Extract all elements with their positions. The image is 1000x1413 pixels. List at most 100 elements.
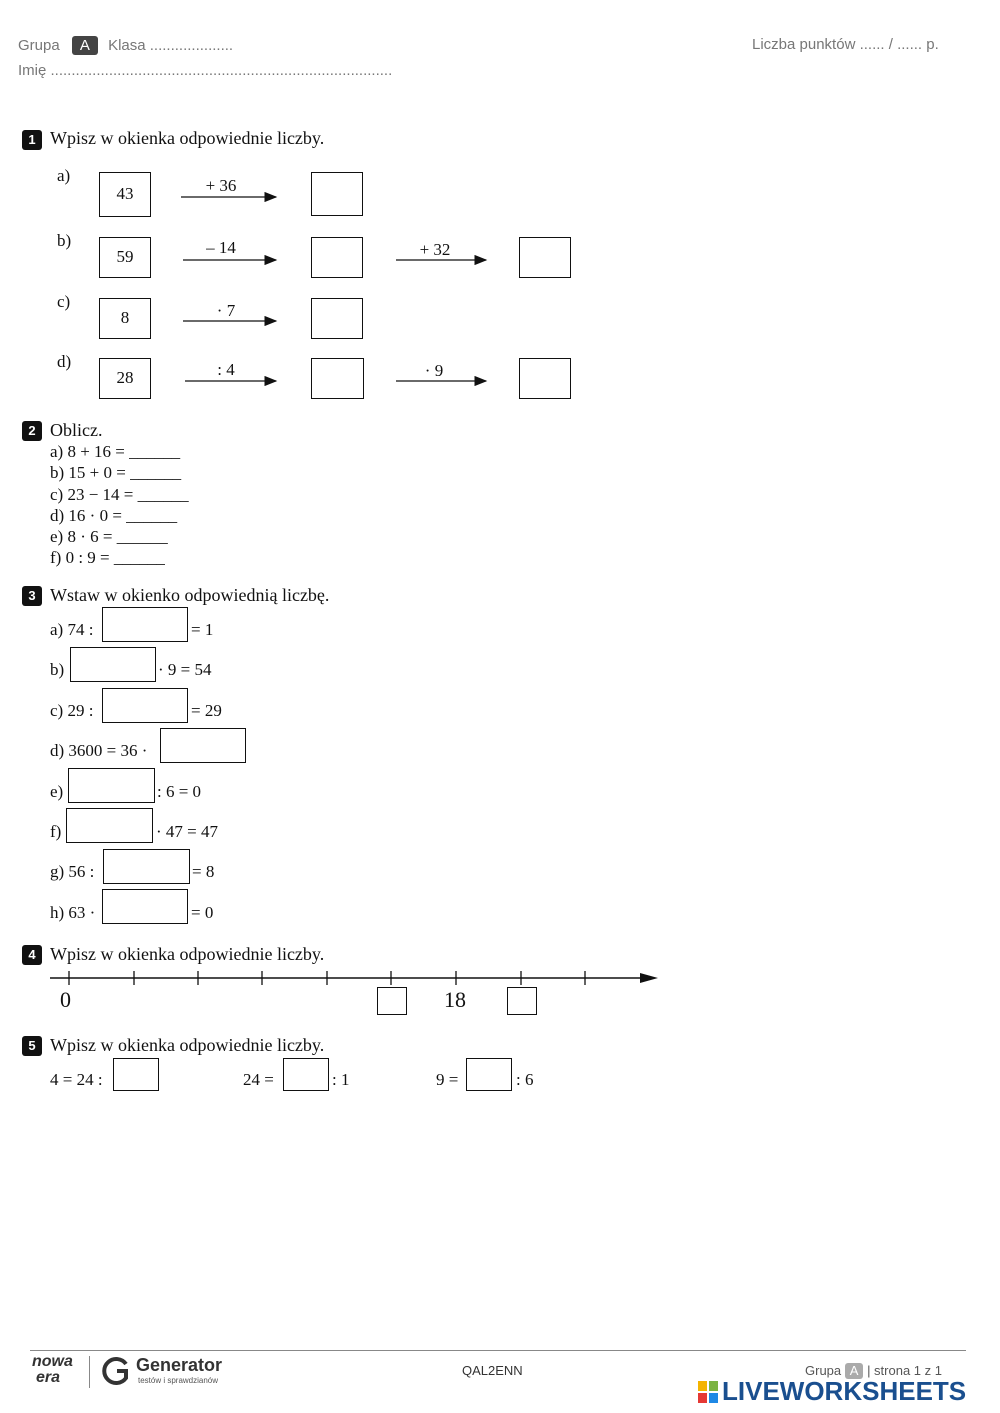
logo-era: era [36,1369,61,1386]
q1-answer-input-c1[interactable] [312,299,362,338]
q1-answer-box-d1[interactable] [311,358,364,399]
q1-arrows [181,191,488,387]
question-title-1: Wpisz w okienka odpowiednie liczby. [50,128,325,148]
q1-start-c: 8 [99,298,151,339]
q1-answer-box-d2[interactable] [519,358,571,399]
q1-letter-a: a) [57,166,71,185]
number-line-label-0: 0 [60,987,71,1012]
q1-answer-box-a1[interactable] [311,172,363,216]
q5-answer-input-3[interactable] [467,1059,511,1090]
q4-answer-input-2[interactable] [508,988,536,1014]
q3-answer-box-a[interactable] [102,607,188,642]
q1-answer-box-c1[interactable] [311,298,363,339]
footer-group-label: Grupa [805,1363,842,1378]
q1-letter-c: c) [57,292,71,311]
q3-item-c-before: c) 29 : [50,701,94,720]
q1-op-d1: : 4 [217,360,235,379]
q1-answer-input-b2[interactable] [520,238,570,277]
q1-answer-input-b1[interactable] [312,238,362,277]
footer-group-badge: A [844,1363,864,1379]
q3-item-d-before: d) 3600 = 36 · [50,741,148,760]
q3-answer-box-d[interactable] [160,728,246,763]
q2-item-b[interactable]: b) 15 + 0 = ______ [50,463,182,482]
class-field[interactable]: Klasa .................... [108,37,234,54]
points-field: Liczba punktów ...... / ...... p. [752,36,939,53]
q1-answer-box-b2[interactable] [519,237,571,278]
question-number-3: 3 [22,586,42,606]
q5-item-2-before: 24 = [243,1070,274,1089]
liveworksheets-logo-icon [698,1381,718,1403]
q1-letter-b: b) [57,231,72,250]
question-number-1: 1 [22,130,42,150]
q4-answer-box-2[interactable] [507,987,537,1015]
q3-item-g-after: = 8 [192,862,215,881]
q2-item-c[interactable]: c) 23 − 14 = ______ [50,485,189,504]
q1-answer-input-a1[interactable] [312,173,362,215]
q3-answer-box-e[interactable] [68,768,155,803]
q5-answer-input-1[interactable] [114,1059,158,1090]
q3-answer-input-b[interactable] [71,648,155,681]
q3-answer-input-g[interactable] [104,850,189,883]
logo-nowa: nowa [32,1353,73,1370]
q2-item-e[interactable]: e) 8 · 6 = ______ [50,527,168,546]
question-title-5: Wpisz w okienka odpowiednie liczby. [50,1035,325,1055]
q1-start-d: 28 [99,358,151,399]
q1-start-a: 43 [99,172,151,217]
footer-divider [30,1350,966,1351]
q3-item-h-after: = 0 [191,903,214,922]
q5-item-2-after: : 1 [332,1070,350,1089]
q4-answer-input-1[interactable] [378,988,406,1014]
q2-item-d[interactable]: d) 16 · 0 = ______ [50,506,178,525]
q5-item-1-before: 4 = 24 : [50,1070,103,1089]
q3-answer-box-g[interactable] [103,849,190,884]
q3-answer-input-h[interactable] [103,890,187,923]
q5-answer-box-2[interactable] [283,1058,329,1091]
q3-item-f-after: · 47 = 47 [156,822,218,841]
q3-answer-box-h[interactable] [102,889,188,924]
q4-answer-box-1[interactable] [377,987,407,1015]
q1-answer-input-d1[interactable] [312,359,363,398]
q3-answer-input-e[interactable] [69,769,154,802]
q3-item-c-after: = 29 [191,701,222,720]
q3-item-f-before: f) [50,822,62,841]
q5-item-3-after: : 6 [516,1070,534,1089]
q3-item-e-before: e) [50,782,64,801]
q3-answer-box-f[interactable] [66,808,153,843]
q3-item-b-after: · 9 = 54 [158,660,212,679]
liveworksheets-brand: LIVEWORKSHEETS [722,1376,967,1406]
generator-title: Generator [136,1355,223,1375]
worksheet-code: QAL2ENN [462,1363,523,1378]
q3-answer-box-c[interactable] [102,688,188,723]
q1-answer-input-d2[interactable] [520,359,570,398]
question-number-2: 2 [22,421,42,441]
q1-op-d2: · 9 [424,361,444,380]
q3-answer-input-a[interactable] [103,608,187,641]
q5-answer-box-3[interactable] [466,1058,512,1091]
q5-item-3-before: 9 = [436,1070,459,1089]
question-title-2: Oblicz. [50,420,103,440]
q3-item-h-before: h) 63 · [50,903,96,922]
number-line-arrowhead [640,973,658,983]
q3-item-a-after: = 1 [191,620,214,639]
q1-op-b2: + 32 [419,240,451,259]
q5-answer-box-1[interactable] [113,1058,159,1091]
q3-answer-box-b[interactable] [70,647,156,682]
q2-item-a[interactable]: a) 8 + 16 = ______ [50,442,181,461]
q3-item-g-before: g) 56 : [50,862,95,881]
q3-item-a-before: a) 74 : [50,620,94,639]
q3-answer-input-f[interactable] [67,809,152,842]
question-number-5: 5 [22,1036,42,1056]
q3-item-e-after: : 6 = 0 [157,782,202,801]
question-title-4: Wpisz w okienka odpowiednie liczby. [50,944,325,964]
q3-answer-input-c[interactable] [103,689,187,722]
q2-item-f[interactable]: f) 0 : 9 = ______ [50,548,165,567]
question-title-3: Wstaw w okienko odpowiednią liczbę. [50,585,330,605]
q1-answer-box-b1[interactable] [311,237,363,278]
q5-answer-input-2[interactable] [284,1059,328,1090]
q3-answer-input-d[interactable] [161,729,245,762]
question-number-4: 4 [22,945,42,965]
name-field[interactable]: Imię ...................................… [18,62,393,79]
q1-op-c1: · 7 [216,301,236,320]
group-label: Grupa [18,37,60,54]
q3-item-b-before: b) [50,660,65,679]
